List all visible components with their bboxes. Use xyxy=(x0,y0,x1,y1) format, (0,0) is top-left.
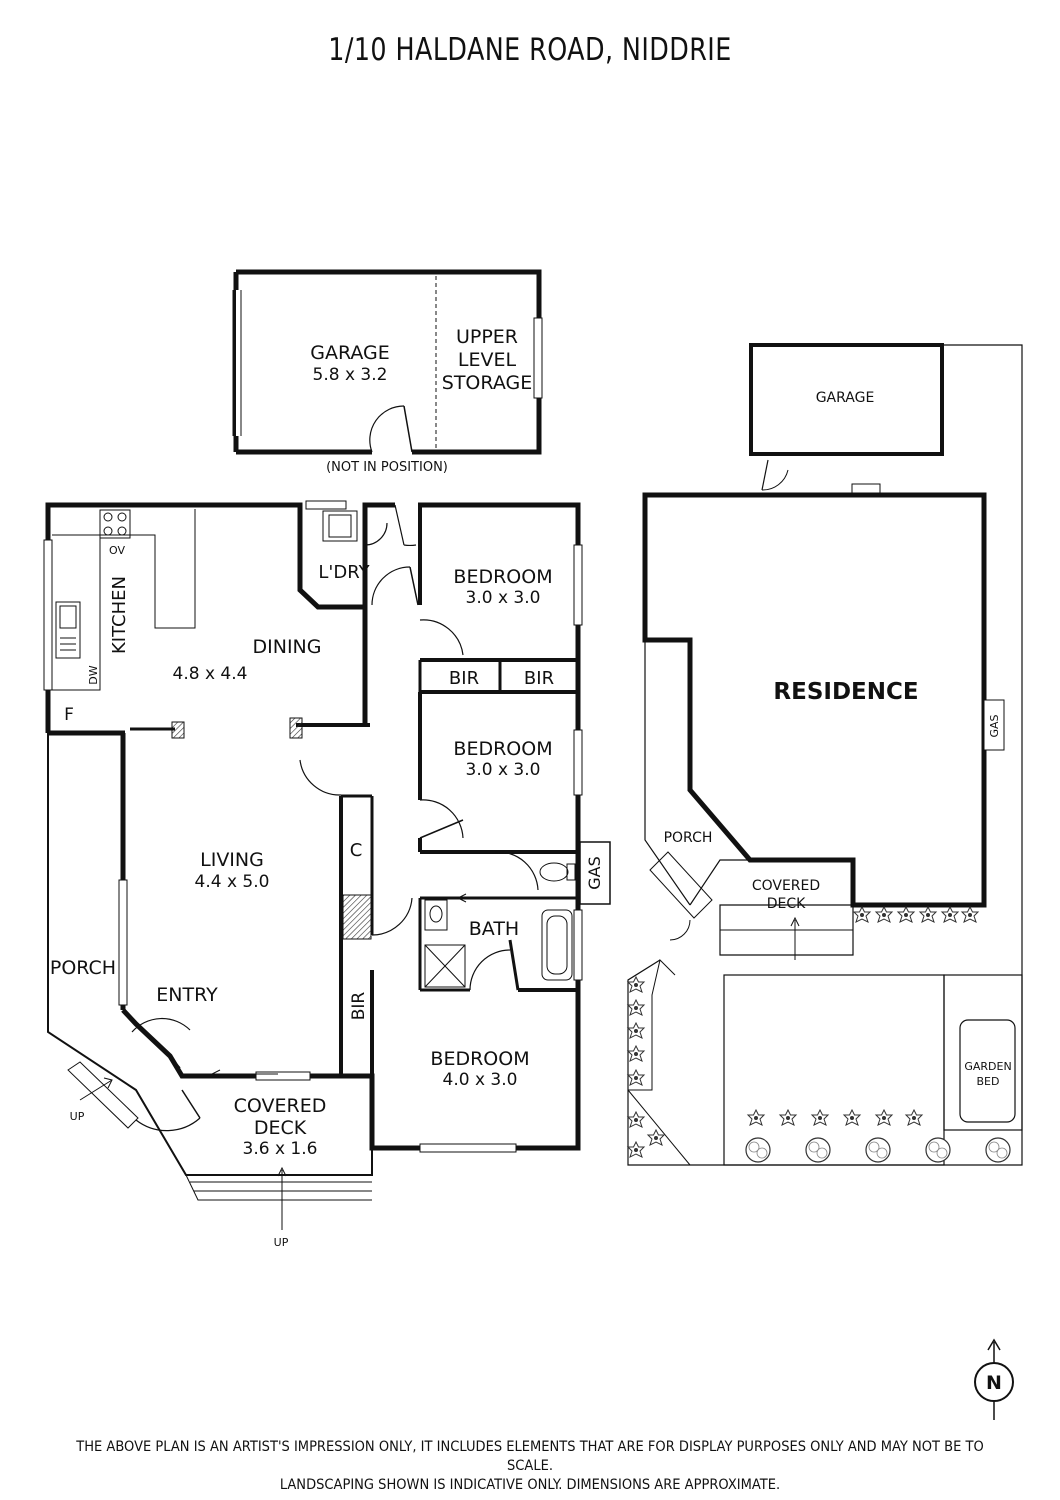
site-covered-deck-line1: COVERED xyxy=(752,878,820,894)
covered-deck-dims: 3.6 x 1.6 xyxy=(243,1139,318,1159)
disclaimer-line2: LANDSCAPING SHOWN IS INDICATIVE ONLY. DI… xyxy=(279,1477,781,1493)
fridge-label: F xyxy=(64,705,74,725)
gas-label: GAS xyxy=(585,856,604,890)
deck-up-label: UP xyxy=(274,1236,289,1249)
cupboard-label: C xyxy=(350,840,363,861)
kitchen-label: KITCHEN xyxy=(109,576,130,654)
porch-label: PORCH xyxy=(50,957,116,979)
page-title: 1/10 HALDANE ROAD, NIDDRIE xyxy=(328,32,732,68)
laundry-label: L'DRY xyxy=(318,562,370,583)
door-swings xyxy=(131,504,539,1132)
disclaimer: THE ABOVE PLAN IS AN ARTIST'S IMPRESSION… xyxy=(0,1438,1060,1495)
garden-bed-label-line1: GARDEN xyxy=(964,1060,1011,1073)
covered-deck-label-line1: COVERED xyxy=(234,1095,327,1117)
bir1-label: BIR xyxy=(449,668,479,689)
garage-label: GARAGE xyxy=(310,342,390,364)
site-covered-deck-line2: DECK xyxy=(767,896,806,912)
site-plan xyxy=(627,343,1023,1166)
kitchen-fixtures xyxy=(52,509,576,988)
residence-label: RESIDENCE xyxy=(773,679,918,705)
north-arrow-icon: N xyxy=(974,1338,1014,1420)
garden-shrubs xyxy=(627,906,1011,1163)
dining-dims: 4.8 x 4.4 xyxy=(173,664,248,684)
storage-label-line1: UPPER xyxy=(456,326,518,348)
living-label: LIVING xyxy=(200,849,264,871)
bedroom1-label: BEDROOM xyxy=(453,566,552,588)
garden-bed-label-line2: BED xyxy=(977,1075,1000,1088)
oven-label: OV xyxy=(109,544,125,557)
site-garage-label: GARAGE xyxy=(816,390,875,406)
bir2-label: BIR xyxy=(524,668,554,689)
not-in-position-note: (NOT IN POSITION) xyxy=(326,460,448,475)
living-dims: 4.4 x 5.0 xyxy=(195,872,270,892)
bedroom2-label: BEDROOM xyxy=(453,738,552,760)
bir3-label: BIR xyxy=(349,992,369,1021)
bedroom2-dims: 3.0 x 3.0 xyxy=(466,760,541,780)
porch-up-label: UP xyxy=(70,1110,85,1123)
bath-label: BATH xyxy=(469,918,519,940)
compass-letter: N xyxy=(986,1372,1002,1394)
dishwasher-label: DW xyxy=(87,665,100,684)
entry-label: ENTRY xyxy=(156,984,218,1006)
bedroom1-dims: 3.0 x 3.0 xyxy=(466,588,541,608)
dining-label: DINING xyxy=(253,636,322,658)
site-porch-label: PORCH xyxy=(664,830,713,846)
stairs xyxy=(67,893,500,1230)
garage-dims: 5.8 x 3.2 xyxy=(313,365,388,385)
disclaimer-line1: THE ABOVE PLAN IS AN ARTIST'S IMPRESSION… xyxy=(76,1439,984,1474)
garage-structure xyxy=(232,269,543,455)
windows xyxy=(43,500,583,1153)
gas-meter-box xyxy=(579,841,611,905)
site-gas-label: GAS xyxy=(988,714,1001,737)
bedroom3-dims: 4.0 x 3.0 xyxy=(443,1070,518,1090)
storage-label-line3: STORAGE xyxy=(442,372,532,394)
storage-label-line2: LEVEL xyxy=(458,349,517,371)
bedroom3-label: BEDROOM xyxy=(430,1048,529,1070)
covered-deck-label-line2: DECK xyxy=(254,1117,307,1139)
